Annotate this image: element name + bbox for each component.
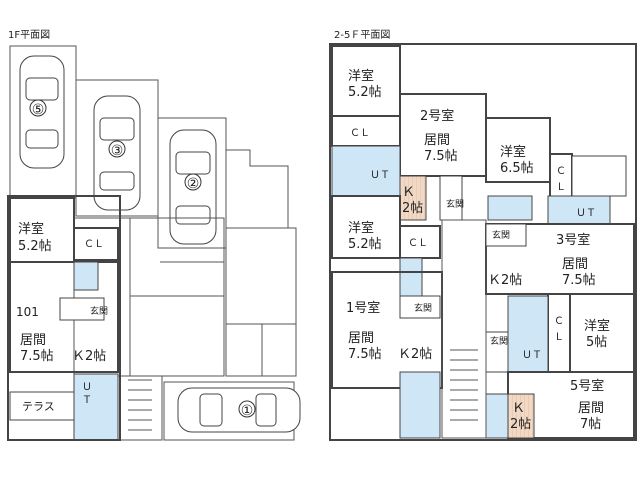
room-label: 洋室 (584, 318, 610, 334)
entrance-label: 玄関 (446, 198, 464, 210)
kitchen-size: 2帖 (402, 201, 423, 216)
ut-label: ＵＴ (370, 170, 390, 181)
floor2-common-area (329, 43, 637, 441)
room-size: 6.5帖 (500, 161, 534, 176)
floor1-title: 1F平面図 (8, 29, 50, 41)
entrance-label: 玄関 (490, 335, 508, 347)
entrance-label: 玄関 (414, 302, 432, 314)
unit-room-1: 洋室 5.2帖 ＣＬ 1号室 玄関 居間 7.5帖 Ｋ2帖 (331, 195, 443, 439)
parking-number: ③ (111, 143, 124, 159)
entrance-label: 玄関 (492, 229, 510, 241)
closet-label: Ｃ (556, 166, 566, 177)
terrace-label: テラス (22, 400, 55, 413)
room-size: 5.2帖 (348, 237, 382, 252)
kitchen-size: 2帖 (510, 417, 531, 432)
parking-number: ① (241, 403, 254, 419)
unit-101: 洋室 5.2帖 ＣＬ 101 玄関 居間 7.5帖 Ｋ2帖 Ｕ Ｔ テラス (7, 195, 121, 441)
unit-room-3: 洋室 6.5帖 Ｃ Ｌ ＵＴ 玄関 3号室 居間 7.5帖 Ｋ2帖 (485, 117, 635, 295)
floor2-outline (329, 43, 637, 441)
room-label: 居間 (20, 333, 46, 348)
room-name: 5号室 (570, 378, 604, 394)
room-label: 居間 (424, 133, 450, 148)
room-label: 洋室 (500, 144, 526, 160)
room-size: 7.5帖 (348, 347, 382, 362)
room-label: 居間 (562, 257, 588, 272)
ut-label: ＵＴ (576, 208, 596, 219)
room-label: 洋室 (348, 220, 374, 236)
room-size: 7帖 (580, 417, 601, 432)
room-label: 洋室 (348, 68, 374, 84)
entrance-label: 玄関 (90, 305, 108, 317)
room-label: 洋室 (18, 221, 44, 237)
kitchen-label: Ｋ2帖 (488, 273, 522, 288)
closet-label: Ｃ (554, 316, 564, 327)
ut-label: ＵＴ (522, 350, 542, 361)
closet-label: ＣＬ (350, 128, 370, 139)
unit-room-2: 洋室 5.2帖 ＣＬ 2号室 居間 7.5帖 ＵＴ Ｋ 2帖 玄関 (331, 45, 533, 221)
floor1-parking: ⑤ ③ ② ① (9, 45, 301, 441)
floor2-title: 2-5Ｆ平面図 (334, 29, 390, 41)
room-size: 7.5帖 (562, 273, 596, 288)
parking-number: ② (187, 176, 200, 192)
room-size: 5帖 (586, 335, 607, 350)
room-size: 5.2帖 (18, 239, 52, 254)
closet-label: Ｌ (554, 332, 564, 343)
kitchen-label: Ｋ (402, 185, 415, 200)
closet-label: ＣＬ (408, 238, 428, 249)
unit-room-5: 洋室 5帖 Ｃ Ｌ ＵＴ 玄関 5号室 居間 7帖 Ｋ 2帖 (485, 293, 635, 439)
ut-label: Ｕ (82, 382, 92, 393)
floor1-common-area (73, 217, 297, 441)
kitchen-label: Ｋ2帖 (72, 349, 106, 364)
room-label: 居間 (348, 331, 374, 346)
ut-label: Ｔ (82, 395, 92, 406)
room-size: 7.5帖 (424, 149, 458, 164)
closet-label: Ｌ (556, 182, 566, 193)
kitchen-label: Ｋ2帖 (398, 347, 432, 362)
room-name: 1号室 (346, 300, 380, 316)
room-size: 5.2帖 (348, 85, 382, 100)
unit-number: 101 (16, 305, 39, 319)
closet-label: ＣＬ (84, 239, 104, 250)
kitchen-label: Ｋ (512, 401, 525, 416)
room-label: 居間 (578, 401, 604, 416)
room-size: 7.5帖 (20, 349, 54, 364)
room-name: 3号室 (556, 232, 590, 248)
room-name: 2号室 (420, 108, 454, 124)
parking-number: ⑤ (32, 102, 45, 118)
